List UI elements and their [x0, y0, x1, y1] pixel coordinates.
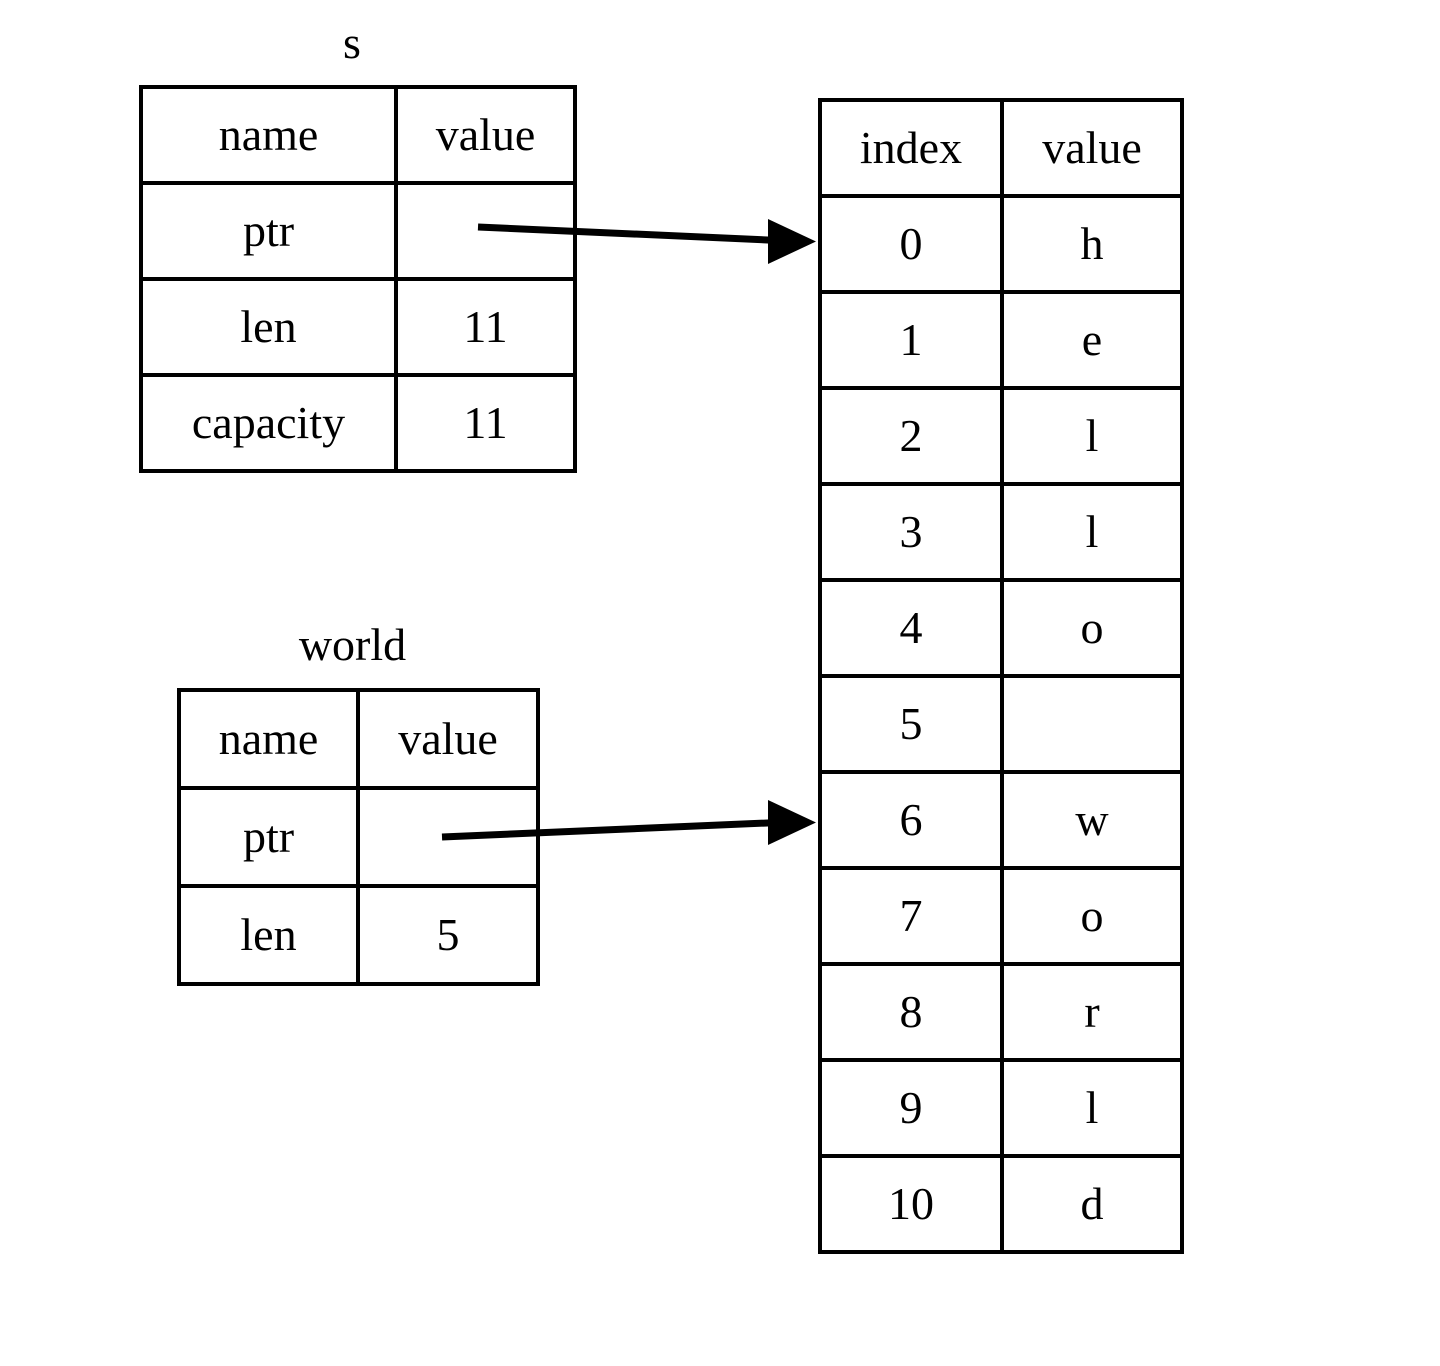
field-value-capacity: 11 — [394, 373, 577, 473]
table-header-row: name value — [139, 85, 577, 185]
header-cell-value: value — [1000, 98, 1184, 198]
buffer-value-0: h — [1000, 194, 1184, 294]
table-row: ptr — [177, 786, 540, 888]
buffer-index-6: 6 — [818, 770, 1004, 870]
field-value-len: 5 — [356, 884, 540, 986]
buffer-value-10: d — [1000, 1154, 1184, 1254]
table-row: ptr — [139, 181, 577, 281]
buffer-value-5 — [1000, 674, 1184, 774]
buffer-value-1: e — [1000, 290, 1184, 390]
table-row: 4 o — [818, 578, 1184, 678]
header-cell-value: value — [394, 85, 577, 185]
table-row: 2 l — [818, 386, 1184, 486]
field-value-ptr — [356, 786, 540, 888]
buffer-index-1: 1 — [818, 290, 1004, 390]
header-cell-index: index — [818, 98, 1004, 198]
buffer-table: index value 0 h 1 e 2 l 3 l 4 o — [818, 98, 1184, 1254]
table-row: 0 h — [818, 194, 1184, 294]
buffer-value-3: l — [1000, 482, 1184, 582]
table-row: 1 e — [818, 290, 1184, 390]
field-name-capacity: capacity — [139, 373, 398, 473]
table-row: 6 w — [818, 770, 1184, 870]
struct-table-world: name value ptr len 5 — [177, 688, 540, 986]
buffer-value-4: o — [1000, 578, 1184, 678]
header-cell-name: name — [177, 688, 360, 790]
buffer-index-0: 0 — [818, 194, 1004, 294]
field-value-ptr — [394, 181, 577, 281]
header-cell-name: name — [139, 85, 398, 185]
table-row: len 5 — [177, 884, 540, 986]
field-name-len: len — [177, 884, 360, 986]
buffer-index-7: 7 — [818, 866, 1004, 966]
table-row: 9 l — [818, 1058, 1184, 1158]
buffer-value-6: w — [1000, 770, 1184, 870]
buffer-index-10: 10 — [818, 1154, 1004, 1254]
buffer-value-9: l — [1000, 1058, 1184, 1158]
field-value-len: 11 — [394, 277, 577, 377]
buffer-value-8: r — [1000, 962, 1184, 1062]
buffer-value-7: o — [1000, 866, 1184, 966]
field-name-ptr: ptr — [139, 181, 398, 281]
buffer-index-4: 4 — [818, 578, 1004, 678]
table-row: 10 d — [818, 1154, 1184, 1254]
buffer-index-9: 9 — [818, 1058, 1004, 1158]
buffer-index-8: 8 — [818, 962, 1004, 1062]
table-header-row: name value — [177, 688, 540, 790]
field-name-len: len — [139, 277, 398, 377]
header-cell-value: value — [356, 688, 540, 790]
field-name-ptr: ptr — [177, 786, 360, 888]
table-header-row: index value — [818, 98, 1184, 198]
table-row: 3 l — [818, 482, 1184, 582]
struct-s-caption: s — [343, 17, 361, 68]
buffer-value-2: l — [1000, 386, 1184, 486]
table-row: 7 o — [818, 866, 1184, 966]
struct-table-s: name value ptr len 11 capacity 11 — [139, 85, 577, 473]
table-row: capacity 11 — [139, 373, 577, 473]
buffer-index-3: 3 — [818, 482, 1004, 582]
buffer-index-2: 2 — [818, 386, 1004, 486]
struct-world-caption: world — [298, 619, 407, 670]
table-row: 5 — [818, 674, 1184, 774]
table-row: 8 r — [818, 962, 1184, 1062]
buffer-index-5: 5 — [818, 674, 1004, 774]
table-row: len 11 — [139, 277, 577, 377]
